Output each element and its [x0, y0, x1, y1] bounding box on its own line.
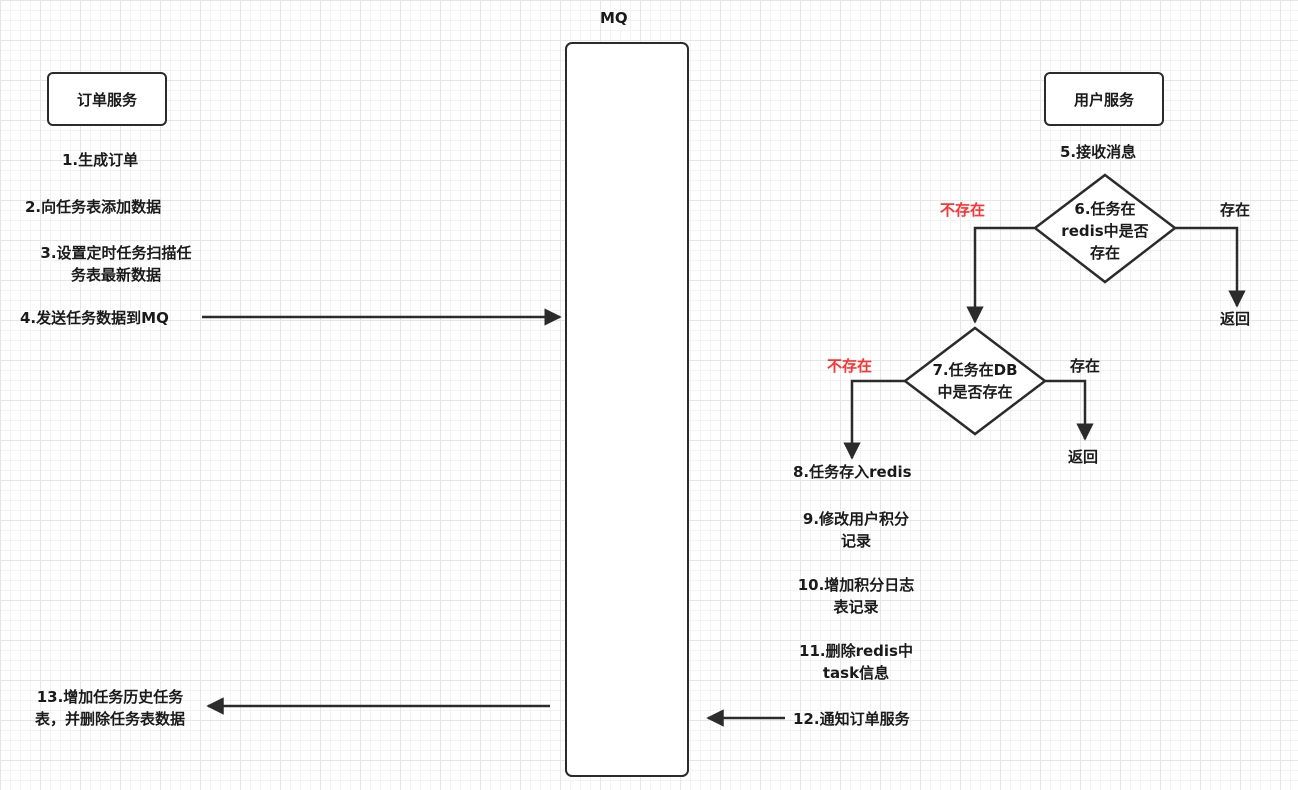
path-db-exists — [1045, 379, 1094, 441]
decision-6-line-3: 存在 — [1089, 244, 1120, 262]
user-step-9: 9.修改用户积分 记录 — [780, 508, 932, 552]
user-step-9-line-1: 9.修改用户积分 — [802, 510, 910, 528]
return-label-1: 返回 — [1220, 310, 1251, 328]
mq-title: MQ — [600, 9, 628, 27]
decision-7-no-label: 不存在 — [827, 357, 873, 375]
order-step-13: 13.增加任务历史任务 表，并删除任务表数据 — [12, 686, 208, 730]
decision-6-line-2: redis中是否 — [1061, 222, 1149, 240]
user-step-11: 11.删除redis中 task信息 — [780, 640, 932, 684]
user-service-title: 用户服务 — [1073, 90, 1134, 109]
decision-redis-exists — [1032, 173, 1178, 284]
path-redis-not-exists — [966, 226, 1035, 324]
path-db-not-exists — [843, 379, 905, 460]
return-label-2: 返回 — [1068, 448, 1099, 466]
user-step-10: 10.增加积分日志 表记录 — [780, 574, 932, 618]
decision-6-line-1: 6.任务在 — [1074, 200, 1136, 218]
path-redis-exists — [1175, 226, 1246, 308]
user-step-10-line-1: 10.增加积分日志 — [797, 576, 915, 594]
order-step-1: 1.生成订单 — [62, 151, 139, 169]
order-step-13-line-1: 13.增加任务历史任务 — [36, 688, 184, 706]
order-service-title: 订单服务 — [76, 90, 137, 109]
mq-queue-box — [565, 42, 689, 777]
decision-db-exists — [902, 326, 1048, 436]
user-step-9-line-2: 记录 — [840, 532, 871, 550]
user-step-11-line-1: 11.删除redis中 — [799, 642, 913, 660]
order-step-4: 4.发送任务数据到MQ — [20, 309, 169, 327]
order-service-box: 订单服务 — [47, 72, 167, 126]
decision-7-yes-label: 存在 — [1070, 357, 1101, 375]
order-step-13-line-2: 表，并删除任务表数据 — [34, 710, 185, 728]
decision-7-line-2: 中是否存在 — [937, 383, 1013, 401]
user-step-10-line-2: 表记录 — [833, 598, 879, 616]
decision-6-no-label: 不存在 — [940, 201, 986, 219]
order-step-2: 2.向任务表添加数据 — [25, 198, 162, 216]
user-step-12: 12.通知订单服务 — [793, 710, 910, 728]
user-step-5: 5.接收消息 — [1060, 143, 1137, 161]
decision-6-text: 6.任务在 redis中是否 存在 — [1035, 198, 1175, 264]
user-service-box: 用户服务 — [1044, 72, 1164, 126]
order-step-3-line-2: 务表最新数据 — [70, 266, 161, 284]
order-step-3: 3.设置定时任务扫描任 务表最新数据 — [17, 242, 215, 286]
decision-7-text: 7.任务在DB 中是否存在 — [910, 359, 1040, 403]
decision-6-yes-label: 存在 — [1220, 201, 1251, 219]
user-step-11-line-2: task信息 — [822, 664, 890, 682]
user-step-8: 8.任务存入redis — [793, 463, 912, 481]
order-step-3-line-1: 3.设置定时任务扫描任 — [40, 244, 192, 262]
decision-7-line-1: 7.任务在DB — [932, 361, 1018, 379]
